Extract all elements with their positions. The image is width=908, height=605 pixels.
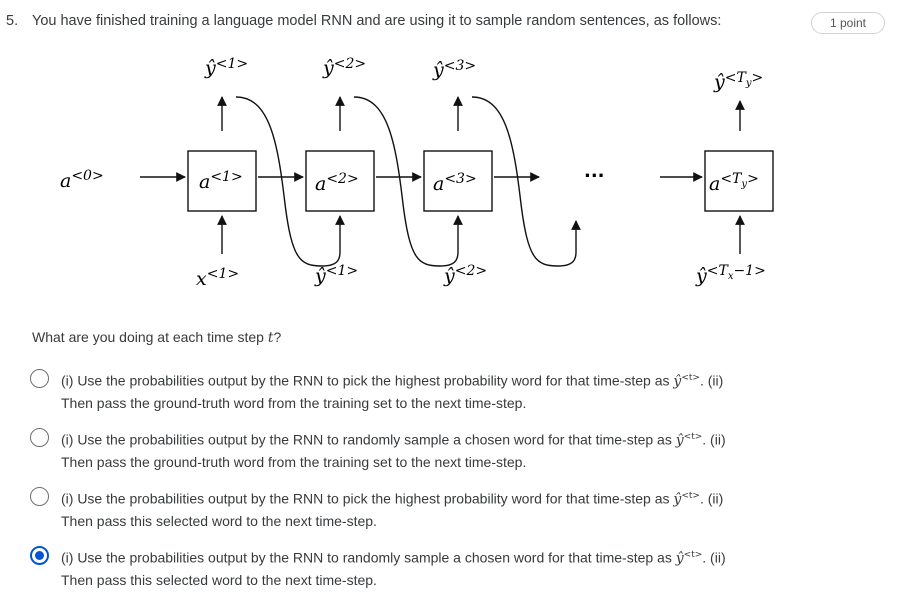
cell-label: a<1> bbox=[199, 169, 243, 193]
option-text[interactable]: (i) Use the probabilities output by the … bbox=[61, 431, 726, 470]
input-label: ŷ<1> bbox=[314, 263, 358, 287]
feedback-curve bbox=[353, 96, 459, 267]
question-text: You have finished training a language mo… bbox=[32, 13, 722, 29]
cell-label: a<3> bbox=[433, 171, 477, 195]
input-label: x<1> bbox=[196, 266, 239, 290]
radio-button-selected[interactable] bbox=[30, 546, 49, 565]
option-text[interactable]: (i) Use the probabilities output by the … bbox=[61, 372, 724, 411]
rnn-cell-box bbox=[704, 150, 774, 212]
rnn-sampling-diagram: ... ŷ<1> ŷ<2> ŷ<3> ŷ<Ty> a<1> a<2> a<3> … bbox=[60, 56, 774, 290]
ellipsis: ... bbox=[584, 161, 605, 182]
question-number: 5. bbox=[6, 13, 19, 29]
feedback-curve bbox=[471, 96, 577, 267]
cell-label: a<Ty> bbox=[709, 171, 759, 195]
output-label: ŷ<1> bbox=[204, 56, 248, 79]
output-label: ŷ<Ty> bbox=[713, 70, 763, 93]
radio-button[interactable] bbox=[30, 487, 49, 506]
question-prompt: What are you doing at each time step t? bbox=[32, 329, 282, 346]
option-text[interactable]: (i) Use the probabilities output by the … bbox=[61, 549, 726, 588]
option-text[interactable]: (i) Use the probabilities output by the … bbox=[61, 490, 724, 529]
rnn-cell-box bbox=[305, 150, 375, 212]
radio-button[interactable] bbox=[30, 428, 49, 447]
rnn-cell-box bbox=[423, 150, 493, 212]
input-label: ŷ<Tx−1> bbox=[695, 263, 766, 287]
radio-button[interactable] bbox=[30, 369, 49, 388]
points-badge: 1 point bbox=[811, 12, 885, 34]
rnn-cell-box bbox=[187, 150, 257, 212]
feedback-curve bbox=[235, 96, 341, 267]
initial-state-label: a<0> bbox=[60, 168, 104, 192]
input-label: ŷ<2> bbox=[443, 263, 487, 287]
output-label: ŷ<3> bbox=[432, 58, 476, 81]
cell-label: a<2> bbox=[315, 171, 359, 195]
output-label: ŷ<2> bbox=[322, 56, 366, 79]
